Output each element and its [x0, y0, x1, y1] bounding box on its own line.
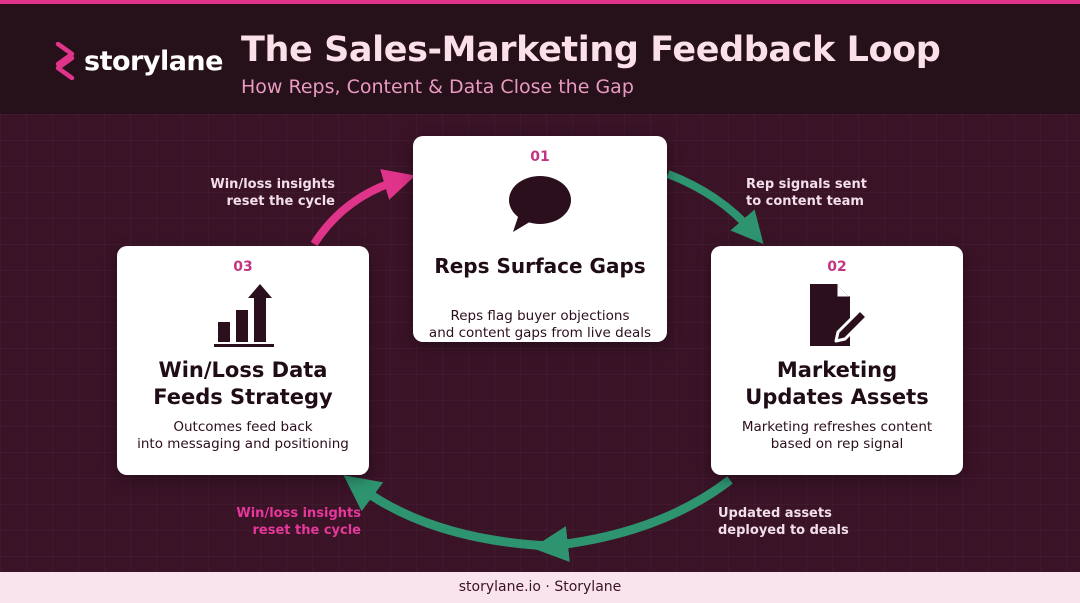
arrow-step1-to-step2: [666, 170, 764, 245]
step-number: 02: [827, 259, 847, 275]
cycle-arrows: [310, 169, 764, 562]
brand-name: storylane: [84, 45, 223, 77]
speech-bubble-icon: [507, 174, 573, 240]
step-title: Reps Surface Gaps: [434, 254, 646, 278]
footer: storylane.io · Storylane: [0, 572, 1080, 603]
page-title: The Sales-Marketing Feedback Loop: [241, 30, 941, 70]
storylane-logo-icon: [55, 42, 75, 80]
brand-logo: storylane: [52, 42, 223, 80]
step-card-reps-surface-gaps: 01 Reps Surface Gaps Reps flag buyer obj…: [413, 136, 667, 342]
arrow-step2-to-step3: [532, 476, 733, 562]
top-accent-line: [0, 0, 1080, 4]
bar-chart-up-icon: [210, 282, 276, 352]
document-edit-icon: [804, 282, 870, 352]
step-number: 01: [530, 149, 550, 165]
page-subtitle: How Reps, Content & Data Close the Gap: [241, 76, 634, 98]
header: storylane The Sales-Marketing Feedback L…: [0, 4, 1080, 114]
arrow-step3-to-step1: [310, 169, 416, 247]
arrow-bottom-to-step3: [343, 475, 551, 551]
diagram-area: 01 Reps Surface Gaps Reps flag buyer obj…: [0, 114, 1080, 572]
step-number: 03: [233, 259, 253, 275]
